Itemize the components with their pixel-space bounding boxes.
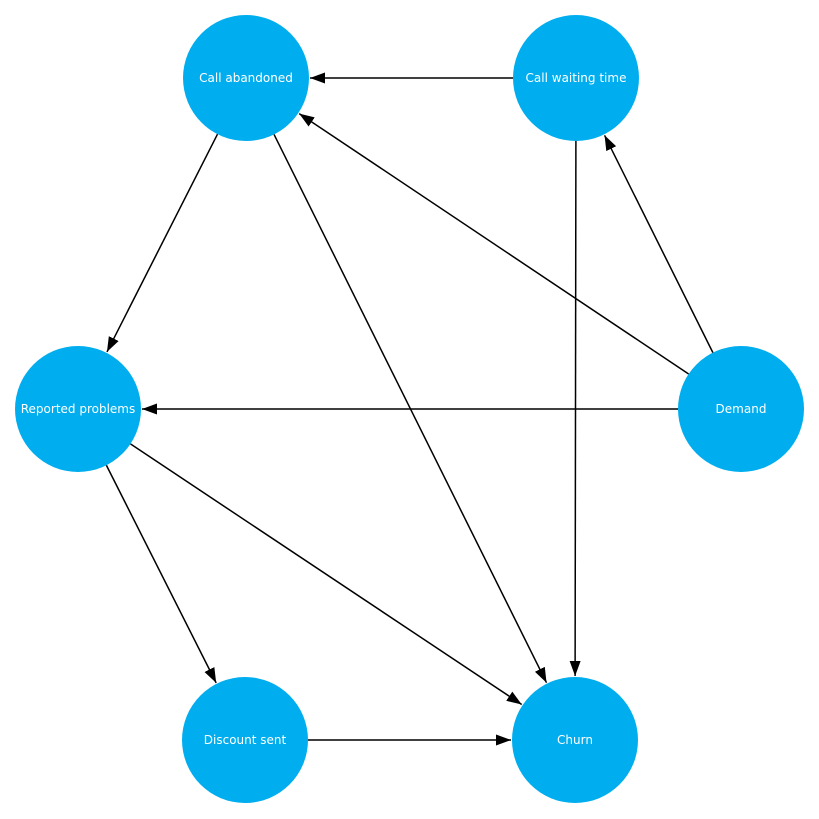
node-circle-discount-sent: [182, 677, 308, 803]
node-reported-problems: Reported problems: [15, 346, 141, 472]
node-call-waiting-time: Call waiting time: [513, 15, 639, 141]
node-circle-demand: [678, 346, 804, 472]
node-circle-reported-problems: [15, 346, 141, 472]
node-churn: Churn: [512, 677, 638, 803]
node-discount-sent: Discount sent: [182, 677, 308, 803]
node-demand: Demand: [678, 346, 804, 472]
edge-demand-to-call-abandoned: [298, 112, 690, 375]
node-circle-churn: [512, 677, 638, 803]
edges-layer: [105, 72, 714, 746]
node-circle-call-waiting-time: [513, 15, 639, 141]
edge-demand-to-call-waiting-time: [603, 134, 714, 353]
edge-call-abandoned-to-reported-problems: [106, 133, 219, 353]
edge-call-waiting-time-to-churn: [569, 140, 581, 677]
edge-reported-problems-to-churn: [130, 443, 523, 706]
edge-call-abandoned-to-churn: [273, 134, 548, 684]
node-circle-call-abandoned: [183, 15, 309, 141]
edge-reported-problems-to-discount-sent: [105, 464, 217, 684]
node-call-abandoned: Call abandoned: [183, 15, 309, 141]
